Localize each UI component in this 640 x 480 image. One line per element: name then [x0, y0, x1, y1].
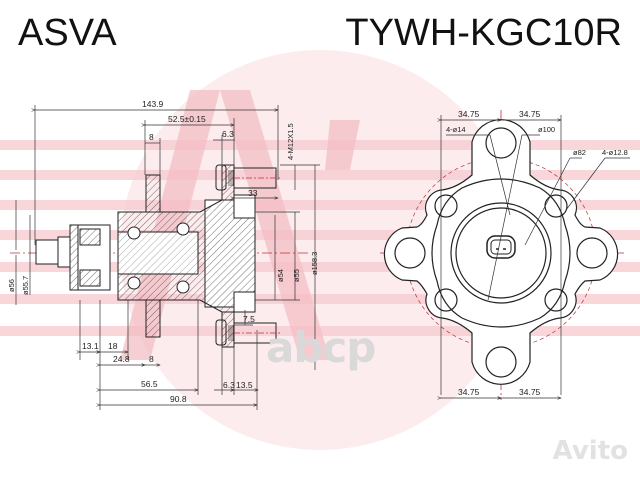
dim-pilot-dia-2: ø55 [292, 269, 301, 282]
dim-bottom-left: 34.75 [458, 387, 480, 397]
dim-pilot-dia: ø54 [276, 269, 285, 282]
brand-title: ASVA [18, 12, 117, 54]
dim-bore-outer: ø56 [7, 279, 16, 292]
avito-watermark: Avito [552, 436, 628, 466]
dim-bore-inner: ø55.7 [21, 276, 30, 295]
part-number-title: TYWH-KGC10R [345, 12, 622, 54]
dim-overall-length: 143.9 [142, 99, 164, 109]
dim-pcd-82: ø82 [573, 148, 586, 157]
dim-flange-thickness-top: 6.3 [222, 129, 234, 139]
dim-stud-thread: 4-M12X1.5 [286, 123, 295, 160]
dim-13-5: 13.5 [236, 380, 253, 390]
dim-flange-thickness-bottom: 6.3 [223, 380, 235, 390]
dim-top-right: 34.75 [519, 109, 541, 119]
dim-18: 18 [108, 341, 118, 351]
dim-mount-holes: 4-ø14 [446, 125, 466, 134]
dim-top-left: 34.75 [458, 109, 480, 119]
dim-24-8: 24.8 [113, 354, 130, 364]
dim-pcd-100: ø100 [538, 125, 555, 134]
dim-90-8: 90.8 [170, 394, 187, 404]
dim-flange-to-face: 52.5±0.15 [168, 114, 206, 124]
dim-bottom-right: 34.75 [519, 387, 541, 397]
dim-flange-dia: ø158.3 [310, 252, 319, 275]
dim-stud-length: 33 [248, 188, 258, 198]
dim-7-5: 7.5 [243, 314, 255, 324]
abcp-watermark: abcp [266, 323, 376, 372]
dim-56-5: 56.5 [141, 379, 158, 389]
dim-bearing-width: 8 [149, 132, 154, 142]
dim-8-bottom: 8 [149, 354, 154, 364]
dim-stud-holes: 4-ø12.8 [602, 148, 628, 157]
side-view [10, 105, 320, 410]
dim-13-1: 13.1 [82, 341, 99, 351]
front-view [380, 110, 630, 400]
